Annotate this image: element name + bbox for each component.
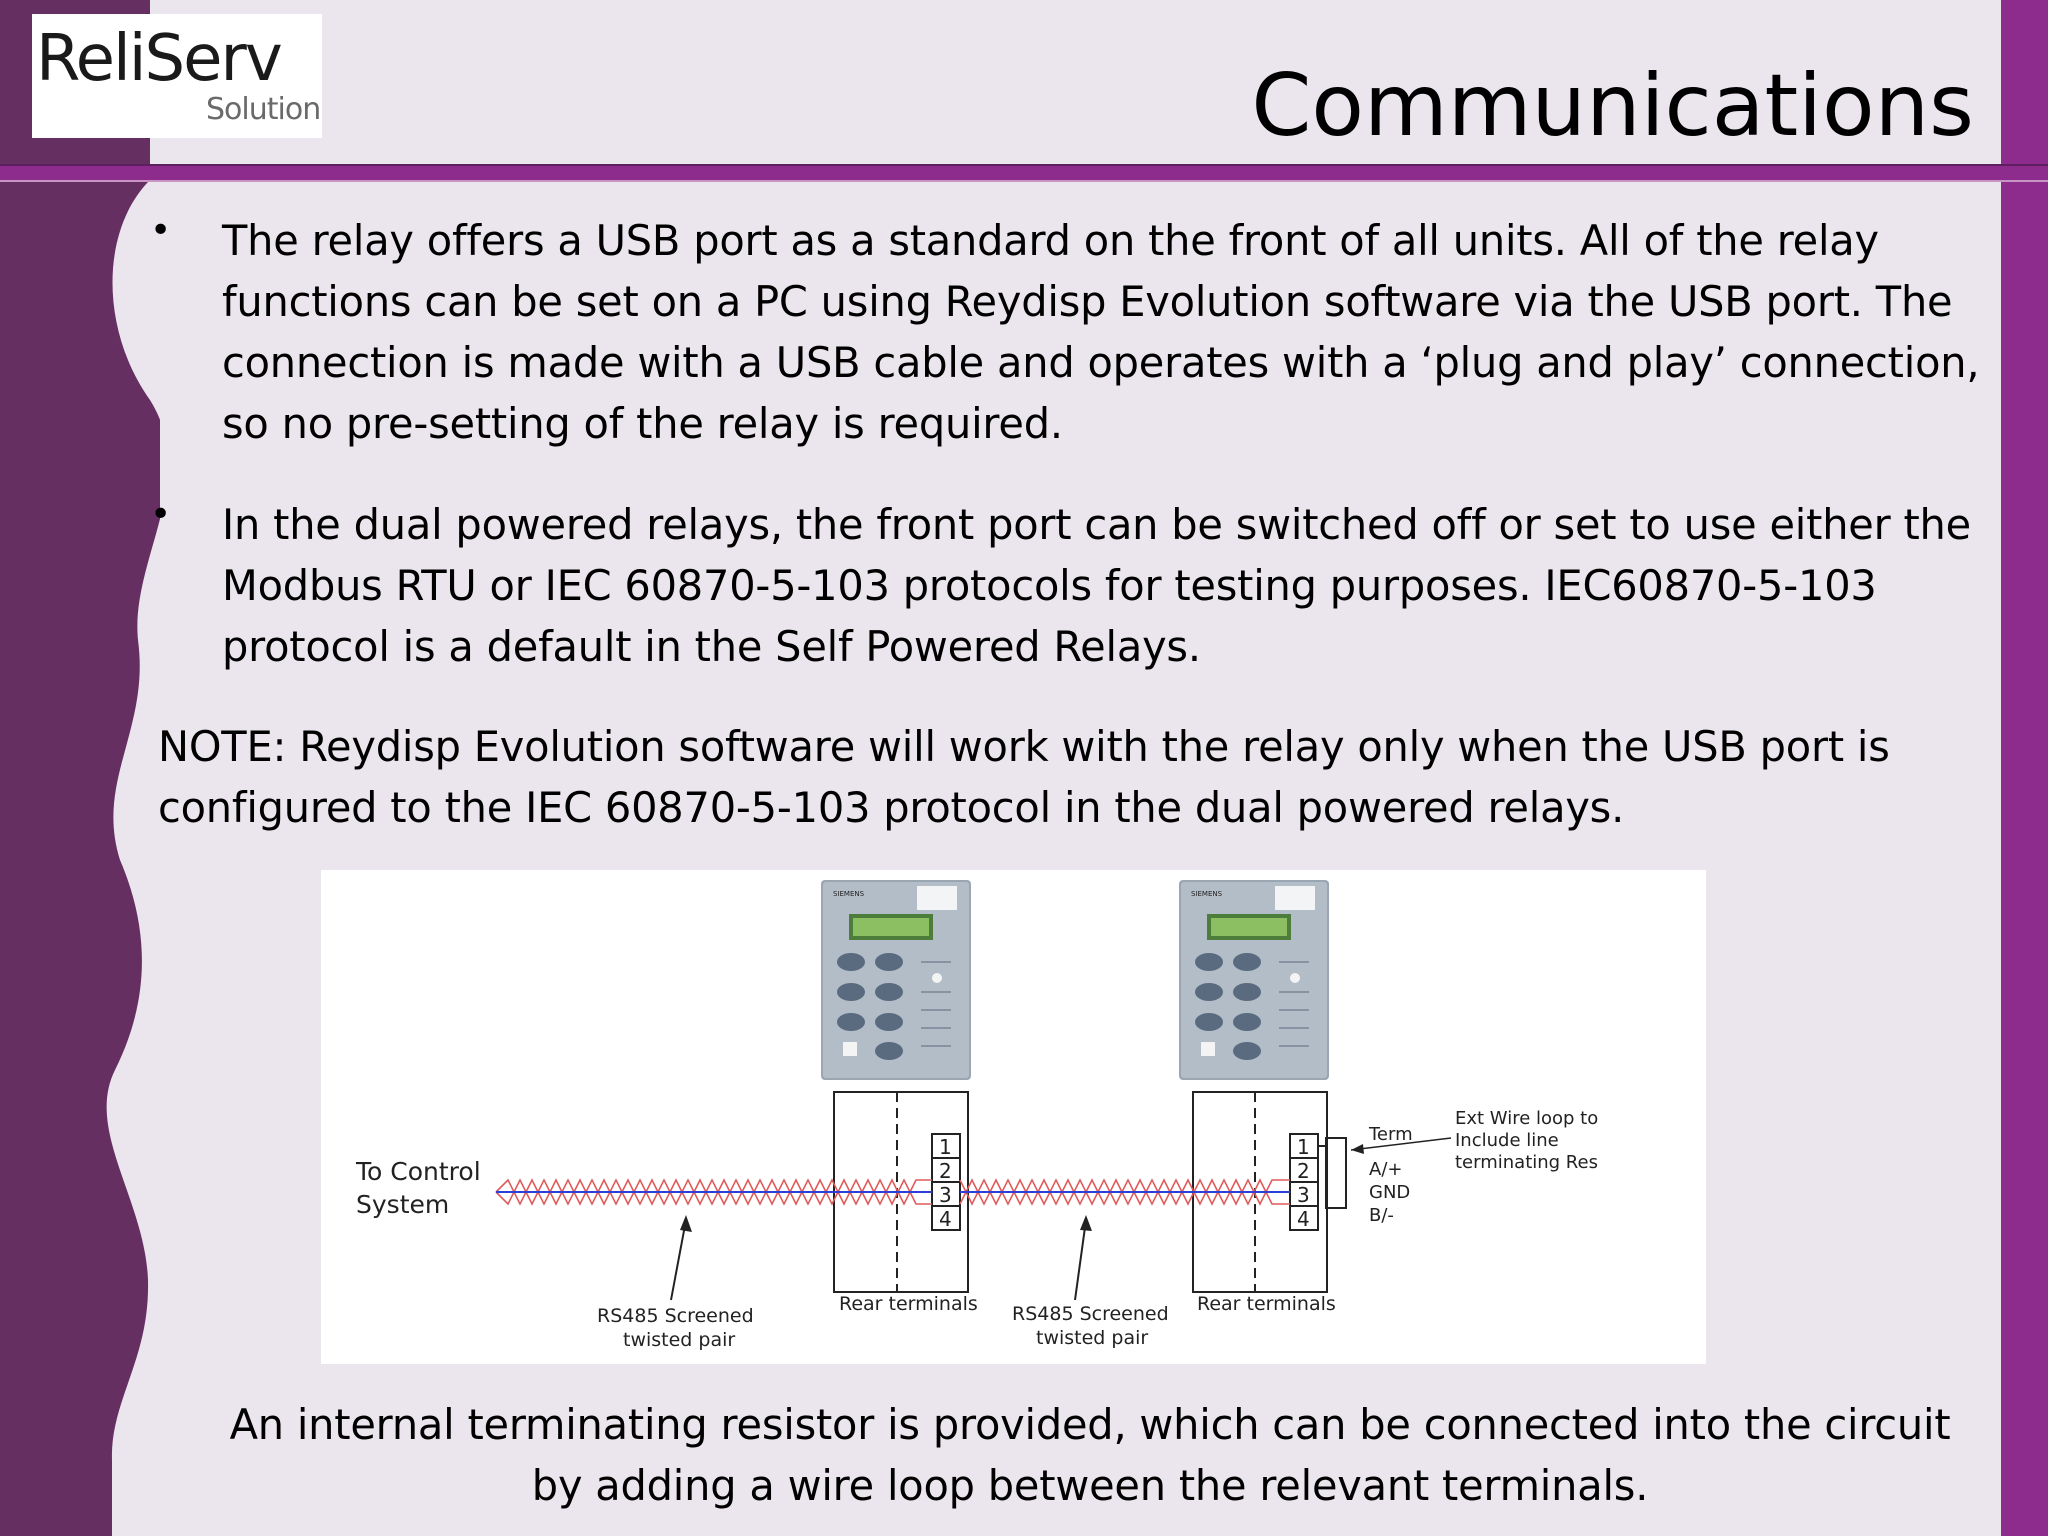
ext-loop-pointer [1350,1137,1452,1151]
relay-front-panel: SIEMENS [1179,880,1329,1080]
relay-brand-label: SIEMENS [1191,890,1223,898]
cable-label: twisted pair [623,1329,735,1351]
terminal-number: 2 [1297,1159,1310,1183]
rs485-wiring-diagram: SIEMENS SIEMENS [321,870,1706,1364]
cable-label: RS485 Screened [597,1305,754,1327]
bullet-text: In the dual powered relays, the front po… [222,500,1971,671]
arrowhead [680,1215,692,1232]
terminal-number: 2 [939,1159,952,1183]
bullet-text: The relay offers a USB port as a standar… [222,216,1980,448]
terminal-number: 4 [939,1207,952,1231]
terminal-number: 4 [1297,1207,1310,1231]
term-label: Term [1368,1124,1413,1145]
cable-label: RS485 Screened [1012,1303,1169,1325]
twisted-pair-cable [495,1178,932,1206]
ext-loop-label: terminating Res [1455,1152,1598,1173]
caption-text: An internal terminating resistor is prov… [229,1400,1951,1510]
logo-sub-text: Solution [206,92,321,127]
terminal-block: 1 2 3 4 [931,1133,961,1231]
pin-label: GND [1369,1182,1410,1203]
decorative-wave-band [0,0,160,1536]
ext-loop-label: Include line [1455,1130,1559,1151]
cable-pointer [1074,1219,1087,1301]
to-control-label: To Control [355,1157,481,1186]
right-accent-band [2001,0,2048,1536]
header-rule [0,164,2048,182]
terminal-number: 1 [939,1135,952,1159]
terminal-number: 3 [1297,1183,1310,1207]
relay-front-panel: SIEMENS [821,880,971,1080]
relay-brand-label: SIEMENS [833,890,865,898]
bullet-marker: • [150,494,172,535]
slide-title: Communications [1251,56,1974,156]
note-paragraph: NOTE: Reydisp Evolution software will wo… [158,722,1890,832]
pin-label: B/- [1369,1205,1394,1226]
company-logo: ReliServ Solution [32,14,322,138]
external-wire-loop [1325,1137,1347,1209]
bullet-marker: • [150,210,172,251]
ext-loop-label: Ext Wire loop to [1455,1108,1598,1129]
to-control-label: System [356,1190,449,1219]
terminal-number: 3 [939,1183,952,1207]
bullet-item: • In the dual powered relays, the front … [150,494,1980,677]
twisted-pair-cable [959,1178,1290,1206]
wiring-diagram-svg: SIEMENS SIEMENS [355,880,1598,1351]
cable-pointer [670,1219,687,1301]
rear-terminals-label: Rear terminals [839,1293,978,1315]
arrowhead [1080,1215,1092,1231]
bullet-item: • The relay offers a USB port as a stand… [150,210,1980,454]
logo-brand-text: ReliServ [36,22,283,96]
terminal-block: 1 2 3 4 [1289,1133,1319,1231]
cable-label: twisted pair [1036,1327,1148,1349]
pin-label: A/+ [1369,1159,1402,1180]
rear-terminals-label: Rear terminals [1197,1293,1336,1315]
terminal-number: 1 [1297,1135,1310,1159]
arrowhead [1351,1144,1364,1154]
